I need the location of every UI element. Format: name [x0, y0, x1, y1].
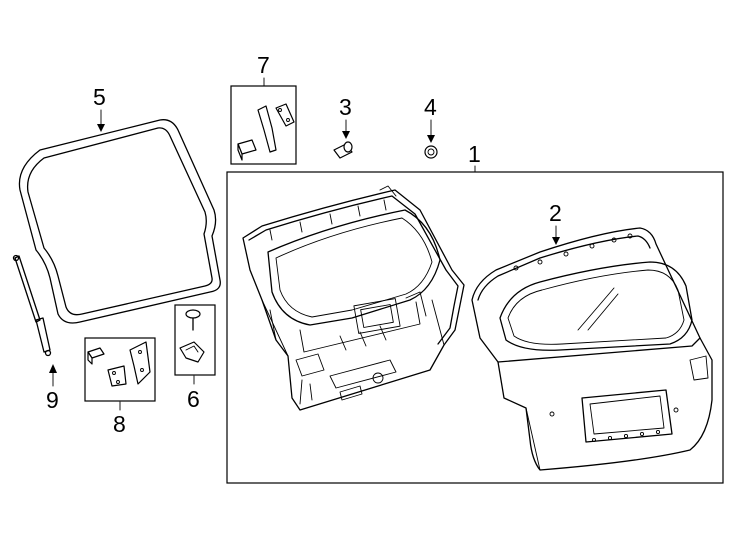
part-8-box [84, 337, 156, 402]
arrow-2 [552, 237, 560, 245]
arrow-5 [97, 124, 105, 132]
bumper-stop-6 [179, 309, 205, 363]
callout-9: 9 [46, 387, 59, 413]
part-7-box [230, 85, 297, 165]
grommet-4 [424, 145, 438, 159]
liftgate-outer-panel: 2 [471, 200, 713, 471]
weatherstrip-seal [18, 119, 221, 324]
bumper-3 [333, 141, 353, 159]
callout-3: 3 [339, 94, 352, 120]
callout-6: 6 [187, 386, 200, 412]
liftgate-inner-frame [242, 185, 465, 411]
arrow-4 [427, 135, 435, 143]
part-6-box [174, 304, 216, 376]
hinge-hardware-8 [87, 341, 151, 387]
hinge-7 [237, 103, 295, 161]
lift-support-strut [12, 254, 52, 357]
callout-5: 5 [93, 84, 106, 110]
callout-1: 1 [468, 141, 481, 167]
callout-8: 8 [113, 411, 126, 437]
arrow-3 [342, 131, 350, 139]
callout-2: 2 [549, 200, 562, 226]
callout-7: 7 [257, 52, 270, 78]
arrow-9 [49, 364, 57, 373]
callout-4: 4 [424, 94, 437, 120]
